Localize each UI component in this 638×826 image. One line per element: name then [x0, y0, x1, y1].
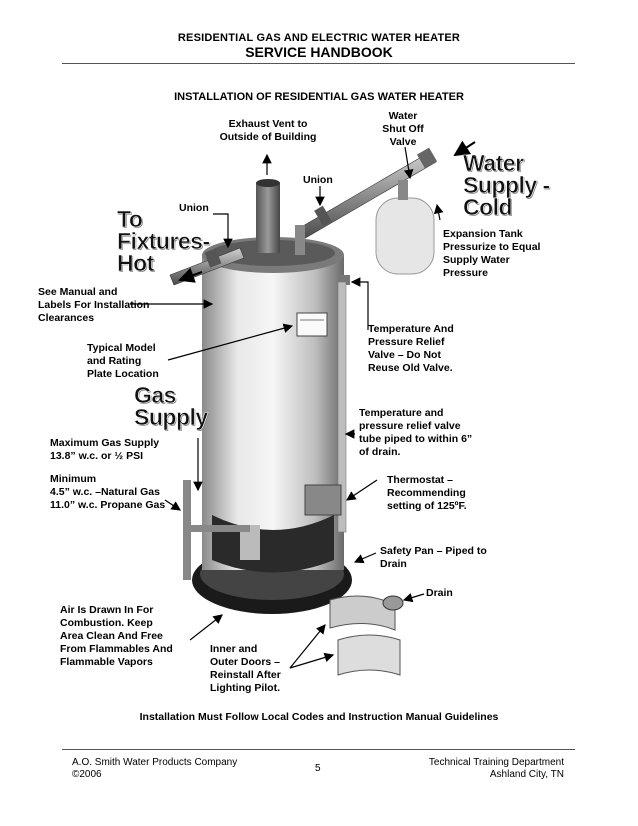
footer-copyright: ©2006	[72, 769, 102, 781]
footer-page-number: 5	[315, 763, 321, 775]
label-to-fixtures-hot: To Fixtures- Hot	[117, 208, 210, 274]
label-tp-valve: Temperature And Pressure Relief Valve – …	[368, 323, 454, 375]
drain-shape	[383, 596, 403, 610]
label-min-gas-supply: Minimum 4.5” w.c. –Natural Gas 11.0” w.c…	[50, 473, 165, 512]
label-union-cold: Union	[303, 174, 333, 187]
label-safety-pan: Safety Pan – Piped to Drain	[380, 545, 487, 571]
label-max-gas-supply: Maximum Gas Supply 13.8” w.c. or ½ PSI	[50, 437, 159, 463]
label-gas-supply: Gas Supply	[134, 384, 208, 428]
bottom-note: Installation Must Follow Local Codes and…	[0, 711, 638, 724]
label-thermostat: Thermostat – Recommending setting of 125…	[387, 474, 467, 513]
footer-location: Ashland City, TN	[490, 769, 564, 781]
label-see-manual: See Manual and Labels For Installation C…	[38, 286, 149, 325]
label-water-supply-cold: Water Supply - Cold	[463, 152, 550, 218]
label-air-drawn: Air Is Drawn In For Combustion. Keep Are…	[60, 604, 173, 669]
footer-divider	[62, 749, 575, 750]
thermostat-shape	[305, 485, 341, 515]
label-expansion-tank: Expansion Tank Pressurize to Equal Suppl…	[443, 228, 540, 280]
label-rating-plate: Typical Model and Rating Plate Location	[87, 342, 159, 381]
outer-door-shape	[338, 635, 400, 675]
rating-plate	[297, 313, 327, 336]
exhaust-vent-pipe	[256, 183, 280, 253]
footer-department: Technical Training Department	[429, 757, 564, 769]
label-drain: Drain	[426, 587, 453, 600]
label-tp-tube: Temperature and pressure relief valve tu…	[359, 407, 472, 459]
label-inner-outer-doors: Inner and Outer Doors – Reinstall After …	[210, 643, 281, 695]
footer-company: A.O. Smith Water Products Company	[72, 757, 237, 769]
expansion-tank-shape	[376, 198, 434, 274]
label-water-shutoff-valve: Water Shut Off Valve	[370, 110, 436, 149]
label-exhaust-vent: Exhaust Vent to Outside of Building	[213, 118, 323, 144]
